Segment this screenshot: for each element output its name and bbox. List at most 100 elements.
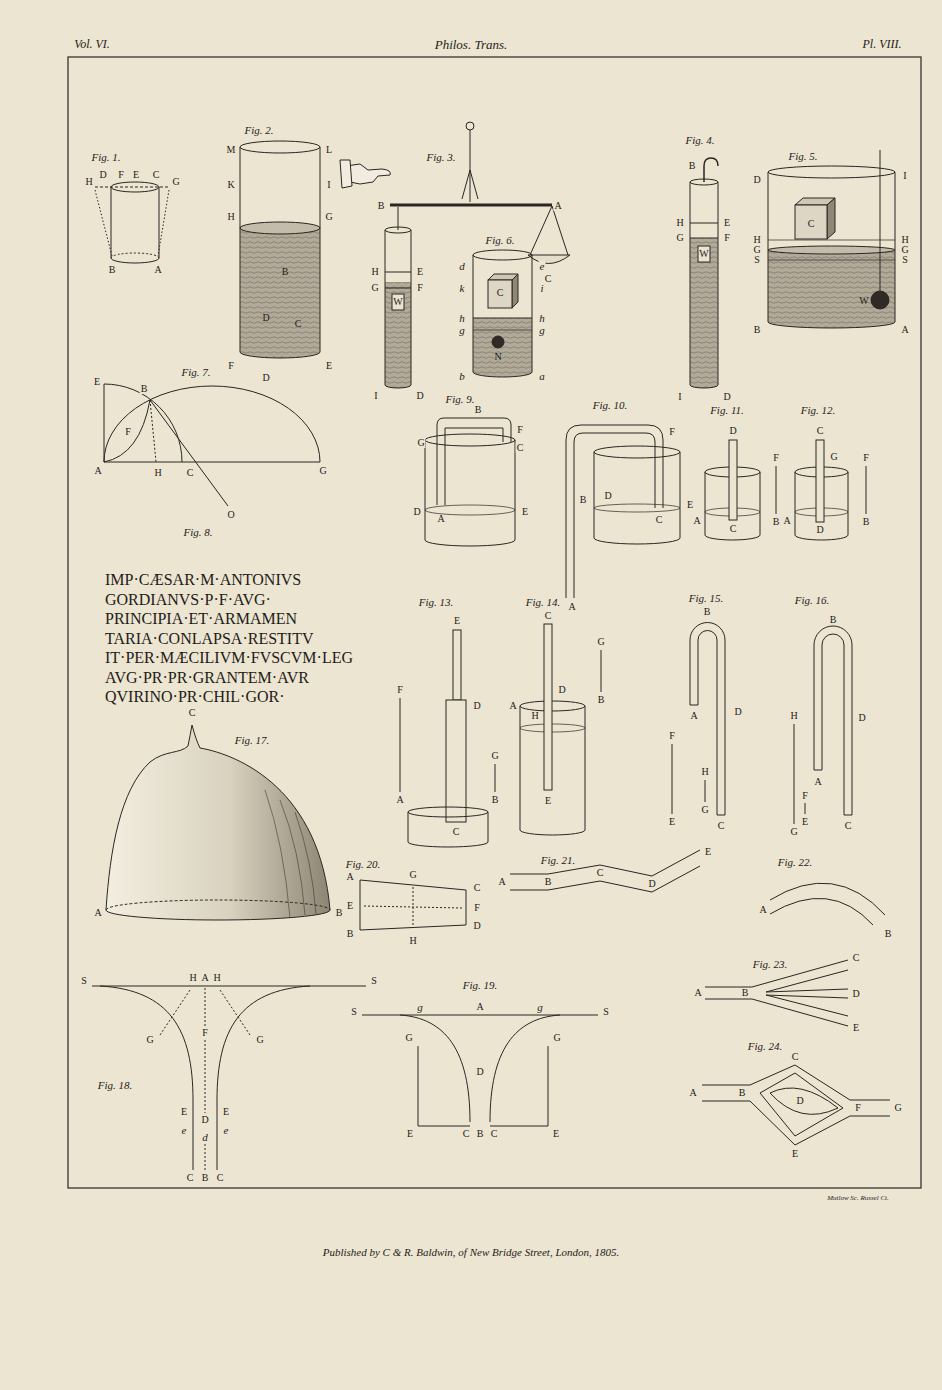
point-letter: G (789, 827, 798, 837)
point-letter: G (255, 1035, 264, 1045)
point-letter: E (406, 1129, 414, 1139)
point-letter: C (216, 1173, 225, 1183)
point-letter: G (596, 637, 605, 647)
point-letter: I (677, 392, 682, 402)
tube-vessel-figure-part (400, 698, 401, 792)
point-letter: H (153, 468, 162, 478)
point-letter: F (772, 453, 780, 463)
point-letter: B (597, 695, 606, 705)
vessel-figure-part (768, 246, 895, 254)
balance-figure-part (385, 227, 411, 233)
vessel-figure-part (871, 291, 889, 309)
point-letter: B (829, 615, 838, 625)
figure-number: Fig. 2. (244, 125, 273, 136)
point-letter: A (93, 908, 102, 918)
figure-number: Fig. 4. (685, 135, 714, 146)
point-letter: F (124, 427, 132, 437)
point-letter: G (893, 1103, 902, 1113)
vessel-figure-part (880, 150, 881, 291)
bent-tube-figure-part (805, 803, 806, 814)
point-letter: D (412, 507, 421, 517)
point-letter: H (900, 235, 909, 245)
geometric-figure-part (150, 400, 228, 506)
point-letter: G (408, 870, 417, 880)
vessel-figure-part (768, 250, 895, 328)
pipe-figure-part (510, 866, 700, 892)
point-letter: C (597, 868, 604, 878)
point-letter: C (152, 170, 161, 180)
point-letter: D (728, 426, 737, 436)
balance-figure-part (346, 164, 390, 184)
point-letter: H (84, 177, 93, 187)
point-letter: D (472, 701, 481, 711)
bell-figure-part (265, 790, 316, 918)
inscription-line: IT·PER·MÆCILIVM·FVSCVM·LEG (105, 650, 353, 666)
balance-figure-part (390, 204, 552, 207)
cylinder-figure-part (111, 187, 112, 258)
point-letter: A (689, 711, 698, 721)
vessel-figure-part (240, 352, 320, 358)
point-letter: A (813, 777, 822, 787)
bent-tube-figure-part (717, 815, 725, 816)
point-letter: G (700, 805, 709, 815)
cylinder-figure-part (111, 258, 159, 263)
point-letter: G (171, 177, 180, 187)
point-letter: D (475, 1067, 484, 1077)
tube-figure-part (690, 223, 718, 224)
pipe-section-figure (360, 880, 466, 930)
balance-figure-part (530, 206, 552, 255)
branching-pipe-figure-part (760, 1073, 843, 1136)
balance-figure-part (552, 206, 568, 255)
point-letter: E (521, 507, 529, 517)
point-letter: b (458, 371, 466, 382)
vessel-figure-part (473, 255, 474, 372)
point-letter: D (262, 313, 269, 323)
point-letter: E (132, 170, 140, 180)
point-letter: C (544, 611, 553, 621)
tube-vessel-figure-part (408, 842, 488, 847)
point-letter: F (668, 731, 676, 741)
point-letter: E (325, 361, 333, 371)
point-letter: B (579, 495, 588, 505)
vessel-figure-part (320, 147, 321, 352)
flow-figure-part (362, 1015, 598, 1016)
balance-figure-part (340, 160, 352, 188)
point-letter: D (415, 391, 424, 401)
point-letter: C (544, 274, 553, 284)
point-letter: k (459, 283, 466, 294)
point-letter: C (852, 953, 861, 963)
vessel-figure-part (827, 198, 835, 239)
vessel-figure-part (795, 205, 827, 239)
cylinder-figure-part (158, 190, 169, 256)
cylinder-figure (95, 182, 169, 263)
tube-vessel-figure-part (601, 650, 602, 692)
siphon-figure-part (594, 504, 680, 512)
point-letter: S (901, 255, 909, 265)
point-letter: C (473, 883, 482, 893)
point-letter: D (98, 170, 107, 180)
tube-vessel-figure-part (795, 472, 796, 535)
bell-figure-part (106, 725, 330, 920)
balance-figure-part (528, 255, 570, 264)
figure-number: Fig. 22. (778, 857, 813, 868)
point-letter: d (458, 261, 466, 272)
point-letter: h (538, 313, 546, 324)
vessel-figure-part (768, 260, 895, 261)
point-letter: H (370, 267, 379, 277)
figure-number: Fig. 3. (426, 152, 455, 163)
tube-vessel-figure-part (520, 706, 521, 830)
point-letter: H (752, 235, 761, 245)
siphon-figure-part (445, 428, 503, 505)
point-letter: E (180, 1107, 188, 1117)
point-letter: B (474, 405, 483, 415)
pipe-figure (510, 850, 700, 892)
cylinder-figure-part (159, 187, 160, 258)
point-letter: B (862, 517, 871, 527)
point-letter: F (723, 233, 731, 243)
tube-vessel-figure-part (446, 700, 466, 822)
vessel-figure (768, 150, 895, 328)
cylinder-figure-part (111, 182, 159, 192)
point-letter: A (497, 877, 506, 887)
tube-figure-part (690, 238, 718, 239)
figure-number: Fig. 18. (98, 1080, 133, 1091)
